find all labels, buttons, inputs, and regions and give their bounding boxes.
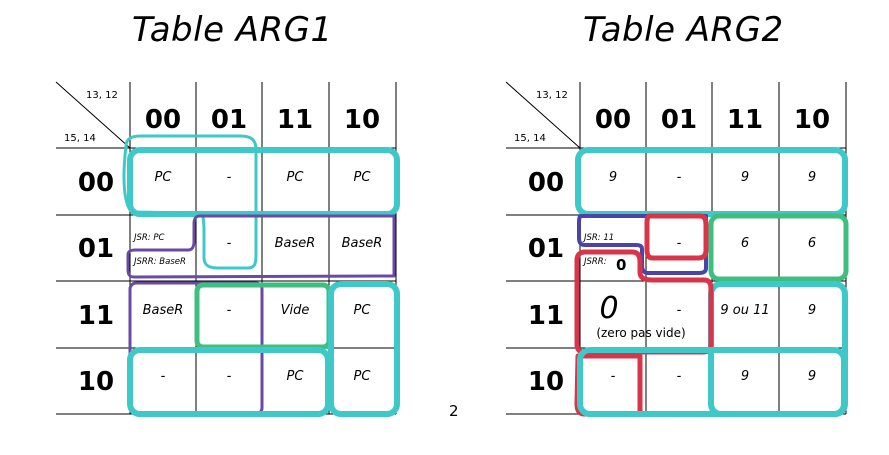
table1-cell-r3-c1: - (227, 369, 232, 384)
table1-cell-r3-c2: PC (287, 369, 305, 384)
table2-row-header-00: 00 (528, 168, 564, 198)
table2-row-header-11: 11 (528, 301, 564, 331)
table2-side-vars: 15, 14 (514, 133, 546, 144)
table2-cell-r3-c0: - (611, 369, 616, 384)
table1-cell-r0-c2: PC (287, 170, 305, 185)
table2-group-top-row (575, 147, 848, 217)
table1-col-header-10: 10 (344, 105, 380, 135)
table2-cell-r0-c0: 9 (609, 170, 617, 185)
table1-group-handdrawn-teal (122, 134, 258, 270)
table1-cell-r3-c3: PC (354, 369, 372, 384)
table2-group-six (708, 213, 849, 282)
table1-jsr-label: JSR: PC (132, 233, 164, 243)
table1-col-header-11: 11 (277, 105, 313, 135)
table1-cell-r2-c2: Vide (281, 303, 310, 318)
table2-group-red-bottom (574, 353, 643, 417)
table2-col-header-10: 10 (794, 105, 830, 135)
table2-group-jsr (577, 214, 708, 275)
table1-cell-r1-c1: - (227, 236, 232, 251)
table1-cell-r1-c2: BaseR (275, 236, 316, 251)
table2-col-header-01: 01 (661, 105, 697, 135)
table2-cell-r3-c1: - (677, 369, 682, 384)
table2-jsrr-label: JSRR: (582, 257, 607, 267)
table1-cell-r2-c0: BaseR (143, 303, 184, 318)
table2-col-header-00: 00 (595, 105, 631, 135)
table2-cell-r1-c2: 6 (741, 236, 749, 251)
table1-cell-r0-c3: PC (354, 170, 372, 185)
table2-cell-r1-c3: 6 (808, 236, 816, 251)
table1-side-vars: 15, 14 (64, 133, 96, 144)
table2-cell-r0-c1: - (677, 170, 682, 185)
table2-cell-r2-c1: - (677, 303, 682, 318)
table1-row-header-11: 11 (78, 301, 114, 331)
table2-cell-r2-c3: 9 (808, 303, 816, 318)
table2-row-header-10: 10 (528, 367, 564, 397)
table1-col-header-01: 01 (211, 105, 247, 135)
table-arg2: 13, 12 15, 14 00 01 11 10 00 01 11 10 9 … (505, 81, 849, 417)
table2-cell-r3-c2: 9 (741, 369, 749, 384)
table2-zero-digit: 0 (599, 291, 618, 326)
table2-zero-note: (zero pas vide) (596, 326, 685, 340)
table1-col-header-00: 00 (145, 105, 181, 135)
table1-cell-r1-c3: BaseR (342, 236, 383, 251)
table2-cell-r2-c2: 9 ou 11 (720, 303, 769, 318)
table1-cell-r3-c0: - (161, 369, 166, 384)
table2-group-red-large (574, 249, 714, 355)
table2-jsrr-value: 0 (616, 256, 626, 274)
page-number: 2 (449, 402, 459, 420)
table1-top-vars: 13, 12 (86, 90, 118, 101)
table1-cell-r0-c0: PC (155, 170, 173, 185)
table-arg1-title: Table ARG1 (132, 10, 333, 50)
table-arg2-title: Table ARG2 (583, 10, 784, 50)
table-arg1: 13, 12 15, 14 00 01 11 10 00 01 11 10 PC… (55, 81, 400, 417)
table1-group-baser (126, 214, 396, 279)
table2-group-red-small (644, 213, 709, 261)
table1-cell-r0-c1: - (227, 170, 232, 185)
table1-row-header-10: 10 (78, 367, 114, 397)
table1-groupings (122, 134, 400, 417)
table2-cell-r0-c2: 9 (741, 170, 749, 185)
table1-jsrr-label: JSRR: BaseR (132, 257, 186, 267)
table2-row-header-01: 01 (528, 234, 564, 264)
table2-cell-r0-c3: 9 (808, 170, 816, 185)
table1-cell-r2-c1: - (227, 303, 232, 318)
table1-group-pc-col (328, 281, 400, 417)
table2-cell-r3-c3: 9 (808, 369, 816, 384)
table2-group-bottom-row (577, 347, 847, 417)
table1-cell-r2-c3: PC (354, 303, 372, 318)
table2-groupings (574, 147, 849, 417)
table1-group-bottom-row (127, 347, 331, 417)
table2-top-vars: 13, 12 (536, 90, 568, 101)
table1-row-header-01: 01 (78, 234, 114, 264)
table1-group-top-row (127, 147, 400, 217)
table2-col-header-11: 11 (727, 105, 763, 135)
table2-jsr-label: JSR: 11 (582, 233, 614, 243)
table1-row-header-00: 00 (78, 168, 114, 198)
table2-cell-r1-c1: - (677, 236, 682, 251)
